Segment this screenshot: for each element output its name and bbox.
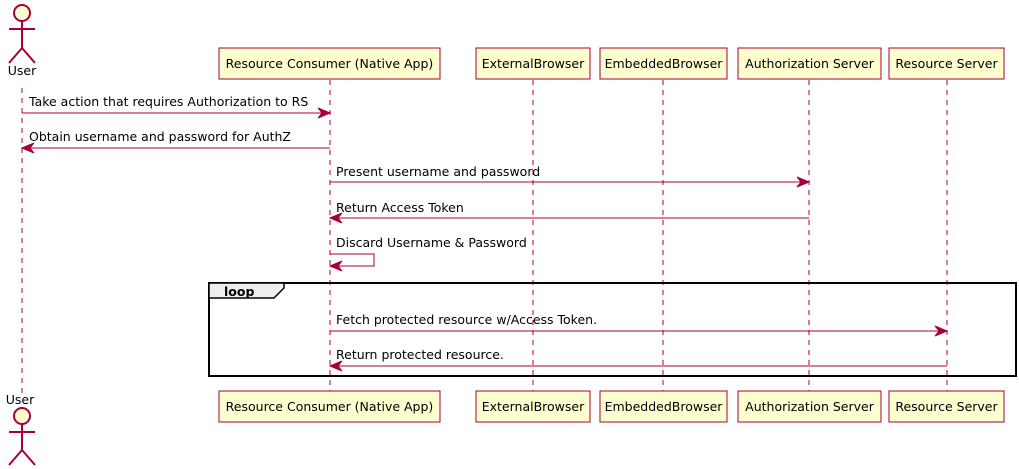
participant-external-browser-top: ExternalBrowser (475, 47, 591, 80)
message-return-access-token: Return Access Token (328, 200, 809, 224)
participant-label: Resource Consumer (Native App) (226, 56, 434, 71)
message-discard-credentials: Discard Username & Password (328, 235, 527, 272)
arrowhead-right-icon (934, 325, 949, 337)
message-fetch-resource: Fetch protected resource w/Access Token. (330, 312, 949, 337)
participant-label: EmbeddedBrowser (605, 56, 724, 71)
message-label: Obtain username and password for AuthZ (29, 129, 291, 144)
participant-embedded-browser-bottom: EmbeddedBrowser (599, 390, 728, 423)
loop-tab (208, 282, 285, 299)
message-label: Return protected resource. (336, 347, 504, 362)
actor-head-icon (13, 4, 31, 22)
actor-body-icon (8, 424, 36, 466)
message-take-action: Take action that requires Authorization … (22, 94, 332, 119)
arrowhead-left-icon (328, 360, 343, 372)
participant-label: ExternalBrowser (482, 56, 585, 71)
message-label: Fetch protected resource w/Access Token. (336, 312, 597, 327)
participant-label: Authorization Server (745, 399, 875, 414)
participant-label: Resource Server (895, 399, 998, 414)
arrowhead-left-icon (328, 212, 343, 224)
participant-resource-consumer-bottom: Resource Consumer (Native App) (218, 390, 441, 423)
participant-label: ExternalBrowser (482, 399, 585, 414)
participant-embedded-browser-top: EmbeddedBrowser (599, 47, 728, 80)
loop-frame (208, 282, 1017, 377)
actor-label-top: User (8, 63, 37, 78)
loop-label: loop (224, 284, 254, 299)
participant-label: EmbeddedBrowser (605, 399, 724, 414)
arrowhead-left-icon (328, 260, 343, 272)
actor-body-icon (8, 21, 36, 64)
participant-resource-server-bottom: Resource Server (888, 390, 1005, 423)
loop-fragment: loop (208, 282, 1017, 377)
actor-user-bottom: User (6, 392, 36, 466)
participant-resource-consumer-top: Resource Consumer (Native App) (218, 47, 441, 80)
actor-user-top: User (8, 4, 37, 78)
participant-authorization-server-top: Authorization Server (737, 47, 882, 80)
message-label: Present username and password (336, 164, 540, 179)
participant-label: Resource Server (895, 56, 998, 71)
message-present-credentials: Present username and password (330, 164, 811, 188)
participant-external-browser-bottom: ExternalBrowser (475, 390, 591, 423)
actor-head-icon (13, 407, 31, 425)
arrowhead-left-icon (20, 142, 35, 154)
message-label: Take action that requires Authorization … (28, 94, 308, 109)
arrowhead-right-icon (317, 107, 332, 119)
arrowhead-right-icon (796, 176, 811, 188)
message-label: Return Access Token (336, 200, 464, 215)
message-return-resource: Return protected resource. (328, 347, 947, 372)
actor-label-bottom: User (6, 392, 35, 407)
participant-label: Resource Consumer (Native App) (226, 399, 434, 414)
participant-resource-server-top: Resource Server (888, 47, 1005, 80)
participant-label: Authorization Server (745, 56, 875, 71)
message-obtain-credentials: Obtain username and password for AuthZ (20, 129, 330, 154)
message-label: Discard Username & Password (336, 235, 527, 250)
participant-authorization-server-bottom: Authorization Server (737, 390, 882, 423)
